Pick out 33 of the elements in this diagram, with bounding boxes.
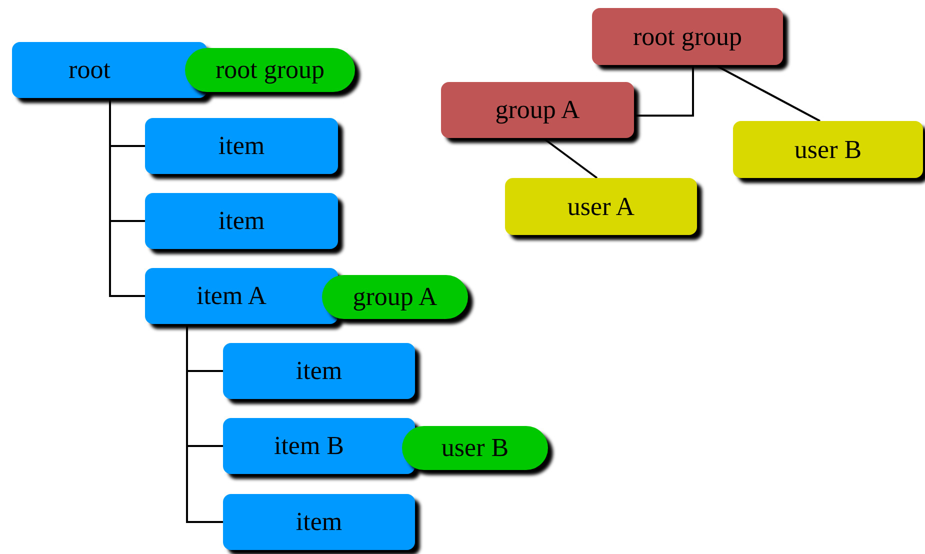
node-label: item xyxy=(218,133,265,159)
connector-line xyxy=(542,137,598,179)
node-label: user A xyxy=(567,194,635,220)
group-tag xyxy=(322,275,468,319)
node-label: root group xyxy=(215,57,325,83)
group-tag xyxy=(402,426,548,470)
node-label: user B xyxy=(794,136,862,162)
group-node xyxy=(441,82,634,138)
node-label: root group xyxy=(632,24,742,50)
tree-node xyxy=(223,343,415,399)
node-label: item xyxy=(296,358,342,384)
user-node xyxy=(733,121,923,178)
node-label: item B xyxy=(274,433,344,459)
connector-line xyxy=(714,64,820,122)
tree-node xyxy=(145,193,338,249)
user-node xyxy=(505,178,697,235)
node-label: user B xyxy=(441,435,509,461)
tree-node xyxy=(145,268,338,324)
node-label: root xyxy=(68,57,110,83)
group-tag xyxy=(185,48,355,92)
node-label: group A xyxy=(495,97,580,123)
connector-line xyxy=(109,98,145,297)
node-label: group A xyxy=(352,284,438,310)
connector-line xyxy=(186,324,223,523)
group-node xyxy=(592,8,783,65)
node-label: item xyxy=(296,509,342,535)
node-label: item xyxy=(218,208,265,234)
tree-node xyxy=(12,42,207,98)
tree-node xyxy=(145,118,338,174)
tree-node xyxy=(223,494,415,550)
node-label: item A xyxy=(196,283,267,309)
connector-line xyxy=(634,65,694,117)
tree-node xyxy=(223,418,415,474)
